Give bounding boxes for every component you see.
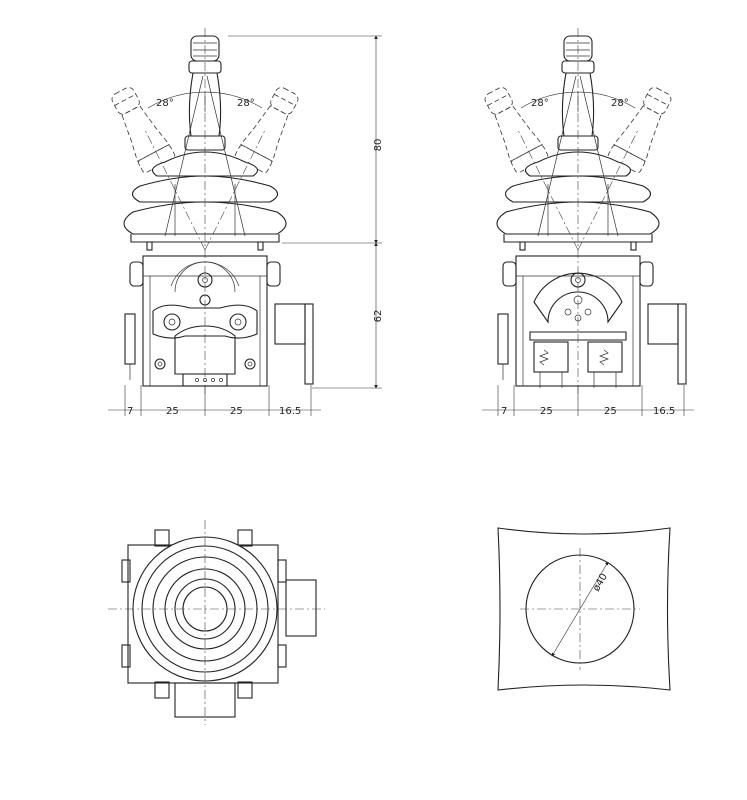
side-mechanism-body: [497, 255, 687, 389]
side-ghost-handle-right: [606, 82, 679, 175]
front-width-dimensions: 7 25 25 16.5: [108, 385, 321, 417]
side-ghost-handle-left: [477, 82, 550, 175]
front-dim-16-5: 16.5: [279, 406, 301, 417]
side-dim-16-5: 16.5: [653, 406, 675, 417]
front-view: 28° 28° 80 62 7 25 25 16.5: [104, 28, 384, 417]
side-view: 28° 28° 7 25 25 16.5: [477, 28, 694, 417]
top-view: [108, 520, 325, 725]
front-ghost-handle-left: [104, 82, 177, 175]
cutout-diameter-label: ø40: [591, 572, 610, 594]
front-dim-25-left: 25: [166, 406, 179, 417]
side-dim-25-right: 25: [604, 406, 617, 417]
panel-cutout-view: ø40: [497, 527, 671, 691]
front-dim-7: 7: [127, 406, 133, 417]
side-tilt-right-label: 28°: [611, 98, 629, 109]
side-dim-25-left: 25: [540, 406, 553, 417]
side-width-dimensions: 7 25 25 16.5: [482, 385, 694, 417]
side-tilt-left-label: 28°: [531, 98, 549, 109]
front-tilt-right-label: 28°: [237, 98, 255, 109]
front-height-62-label: 62: [373, 310, 384, 323]
front-mechanism-body: [124, 255, 314, 387]
front-tilt-left-label: 28°: [156, 98, 174, 109]
front-dim-25-right: 25: [230, 406, 243, 417]
front-height-80-label: 80: [373, 139, 384, 152]
side-dim-7: 7: [501, 406, 507, 417]
front-ghost-handle-right: [233, 82, 306, 175]
